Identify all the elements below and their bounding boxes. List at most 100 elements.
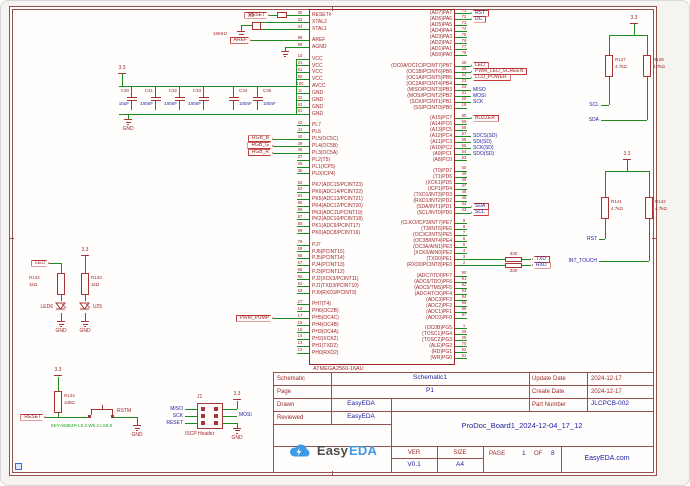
pin-number: 67 bbox=[297, 259, 303, 265]
pin-name: (TOSC2)PG3 bbox=[422, 337, 452, 344]
wire bbox=[185, 408, 197, 410]
wire bbox=[605, 219, 606, 239]
pin-number: 64 bbox=[297, 280, 303, 286]
pin-wire bbox=[455, 200, 467, 202]
power-bar bbox=[233, 399, 241, 401]
pin-number: 6 bbox=[462, 235, 466, 241]
power-label: 3.3 bbox=[233, 391, 241, 397]
pin-number: 46 bbox=[461, 189, 467, 195]
pin-wire bbox=[455, 253, 467, 254]
pin-name: (WR)PG0 bbox=[430, 355, 452, 362]
pin-name: (A8)PC0 bbox=[432, 157, 452, 164]
pin-name: PJ4(PCINT13) bbox=[312, 262, 345, 269]
page-word: PAGE bbox=[489, 451, 506, 457]
gnd-icon bbox=[238, 33, 244, 36]
pin-wire bbox=[455, 346, 467, 347]
cap-value: 100nF bbox=[188, 101, 201, 106]
pin-wire bbox=[297, 58, 309, 60]
pin-number: 27 bbox=[297, 298, 303, 304]
pin-number: 19 bbox=[461, 102, 467, 108]
pin-number: 73 bbox=[461, 19, 467, 25]
pin-number: 76 bbox=[461, 37, 467, 43]
create-date-value: 2024-12-17 bbox=[591, 388, 622, 395]
pin-number: 91 bbox=[461, 276, 467, 282]
gnd-label: GND bbox=[55, 328, 67, 334]
pin-number: 100 bbox=[296, 80, 304, 86]
pin-name: (A10)PC2 bbox=[430, 145, 452, 152]
net-flag-LED: LED bbox=[31, 260, 49, 267]
pin-wire bbox=[455, 281, 467, 283]
update-date-value: 2024-12-17 bbox=[591, 375, 622, 382]
pin-number: 38 bbox=[297, 147, 303, 153]
wire bbox=[119, 86, 297, 87]
tb-line bbox=[587, 372, 588, 411]
pin-name: (SS/PCINT0)PB0 bbox=[413, 104, 452, 111]
pin-number: 40 bbox=[297, 133, 303, 139]
label-net1: RST bbox=[587, 235, 597, 242]
pin-name: (RXD1/INT2)PD2 bbox=[413, 197, 452, 204]
pin-name: (ADC4/TCK)PF4 bbox=[414, 290, 452, 297]
pin-number: 71 bbox=[461, 7, 467, 13]
pin-number: 44 bbox=[461, 201, 467, 207]
pin-number: 79 bbox=[297, 239, 303, 245]
net-label: SDCS(SD) bbox=[473, 133, 498, 140]
pin-name: (AD4)PA4 bbox=[429, 28, 452, 35]
doc-title: ProDoc_Board1_2024-12-04_17_12 bbox=[461, 421, 583, 430]
pin-wire bbox=[297, 79, 309, 81]
pin-number: 4 bbox=[462, 247, 466, 253]
pin-name: (A14)PC6 bbox=[430, 121, 452, 128]
wire bbox=[647, 35, 648, 55]
pin-number: 82 bbox=[297, 179, 303, 185]
power-label: 3.3 bbox=[54, 367, 62, 373]
pin-name: PH4(OC4B) bbox=[312, 322, 339, 328]
pin-name: PK4(ADC12/PCINT20) bbox=[312, 202, 363, 209]
part-number-label: Part Number bbox=[532, 401, 567, 408]
header-pad bbox=[214, 407, 218, 411]
resistor-value: 330 bbox=[509, 250, 518, 256]
pin-number: 22 bbox=[461, 84, 467, 90]
wire bbox=[257, 100, 258, 111]
wire bbox=[85, 256, 86, 273]
sheet-origin-marker bbox=[15, 463, 22, 470]
pin-number: 28 bbox=[461, 334, 467, 340]
frame-tick bbox=[652, 238, 657, 239]
wire bbox=[128, 114, 129, 119]
pin-number: 51 bbox=[461, 352, 467, 358]
pin-name: (OC0A/OC1C/PCINT7)PB7 bbox=[391, 62, 452, 69]
pin-name: (A13)PC5 bbox=[430, 127, 452, 134]
pin-number: 50 bbox=[461, 165, 467, 171]
pin-wire bbox=[455, 293, 467, 295]
pin-name: PJ1(TXD3/PCINT10) bbox=[312, 283, 359, 289]
wire bbox=[155, 100, 156, 111]
pin-wire bbox=[273, 138, 309, 140]
pin-number: 1 bbox=[462, 322, 466, 328]
switch-contact bbox=[111, 415, 114, 418]
frame-tick bbox=[332, 6, 333, 11]
pin-number: 83 bbox=[297, 186, 303, 192]
gnd-icon bbox=[281, 51, 289, 53]
label-led_right: U25 bbox=[93, 303, 103, 310]
cap-plate bbox=[174, 96, 185, 98]
pin-wire bbox=[297, 65, 309, 67]
pin-name: PL7 bbox=[312, 122, 321, 129]
pin-number: 7 bbox=[462, 229, 466, 235]
power-label: 3.3 bbox=[623, 151, 631, 157]
pin-wire bbox=[455, 19, 471, 20]
pin-name: PH7(T4) bbox=[312, 301, 331, 308]
pin-number: 43 bbox=[461, 207, 467, 213]
pin-wire bbox=[455, 154, 471, 155]
logo-text-easy: Easy bbox=[316, 442, 349, 458]
wire bbox=[113, 417, 137, 418]
pin-number: 54 bbox=[461, 148, 467, 154]
pin-wire bbox=[297, 279, 309, 280]
resistor-value: 4.7kΩ bbox=[611, 205, 623, 211]
pin-wire bbox=[297, 125, 309, 127]
pin-number: 78 bbox=[461, 49, 467, 55]
resistor-ref: R132 bbox=[29, 274, 40, 280]
pin-number: 60 bbox=[461, 112, 467, 118]
label-value: 16MHz bbox=[213, 30, 228, 36]
wire bbox=[122, 74, 123, 86]
